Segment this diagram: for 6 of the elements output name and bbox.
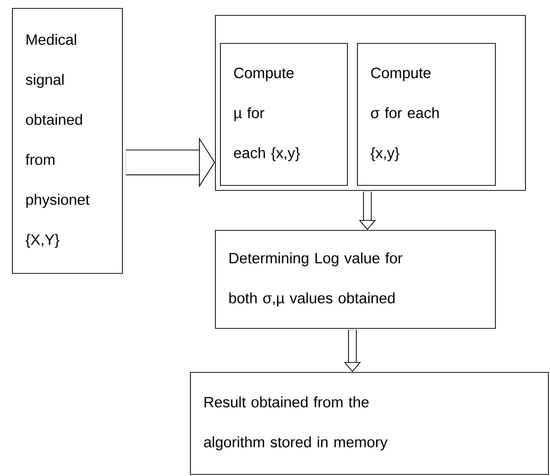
process-box: Result obtained from the algorithm stored in memory bbox=[190, 372, 549, 475]
process-box: Compute σ for each {x,y} bbox=[357, 43, 496, 186]
process-box: Determining Log value for both σ,µ values obtained bbox=[215, 230, 496, 329]
process-box: Compute µ for each {x,y} bbox=[220, 43, 348, 186]
group-box bbox=[215, 15, 526, 191]
process-box: Medical signal obtained from physionet {X,Y} bbox=[12, 8, 123, 274]
